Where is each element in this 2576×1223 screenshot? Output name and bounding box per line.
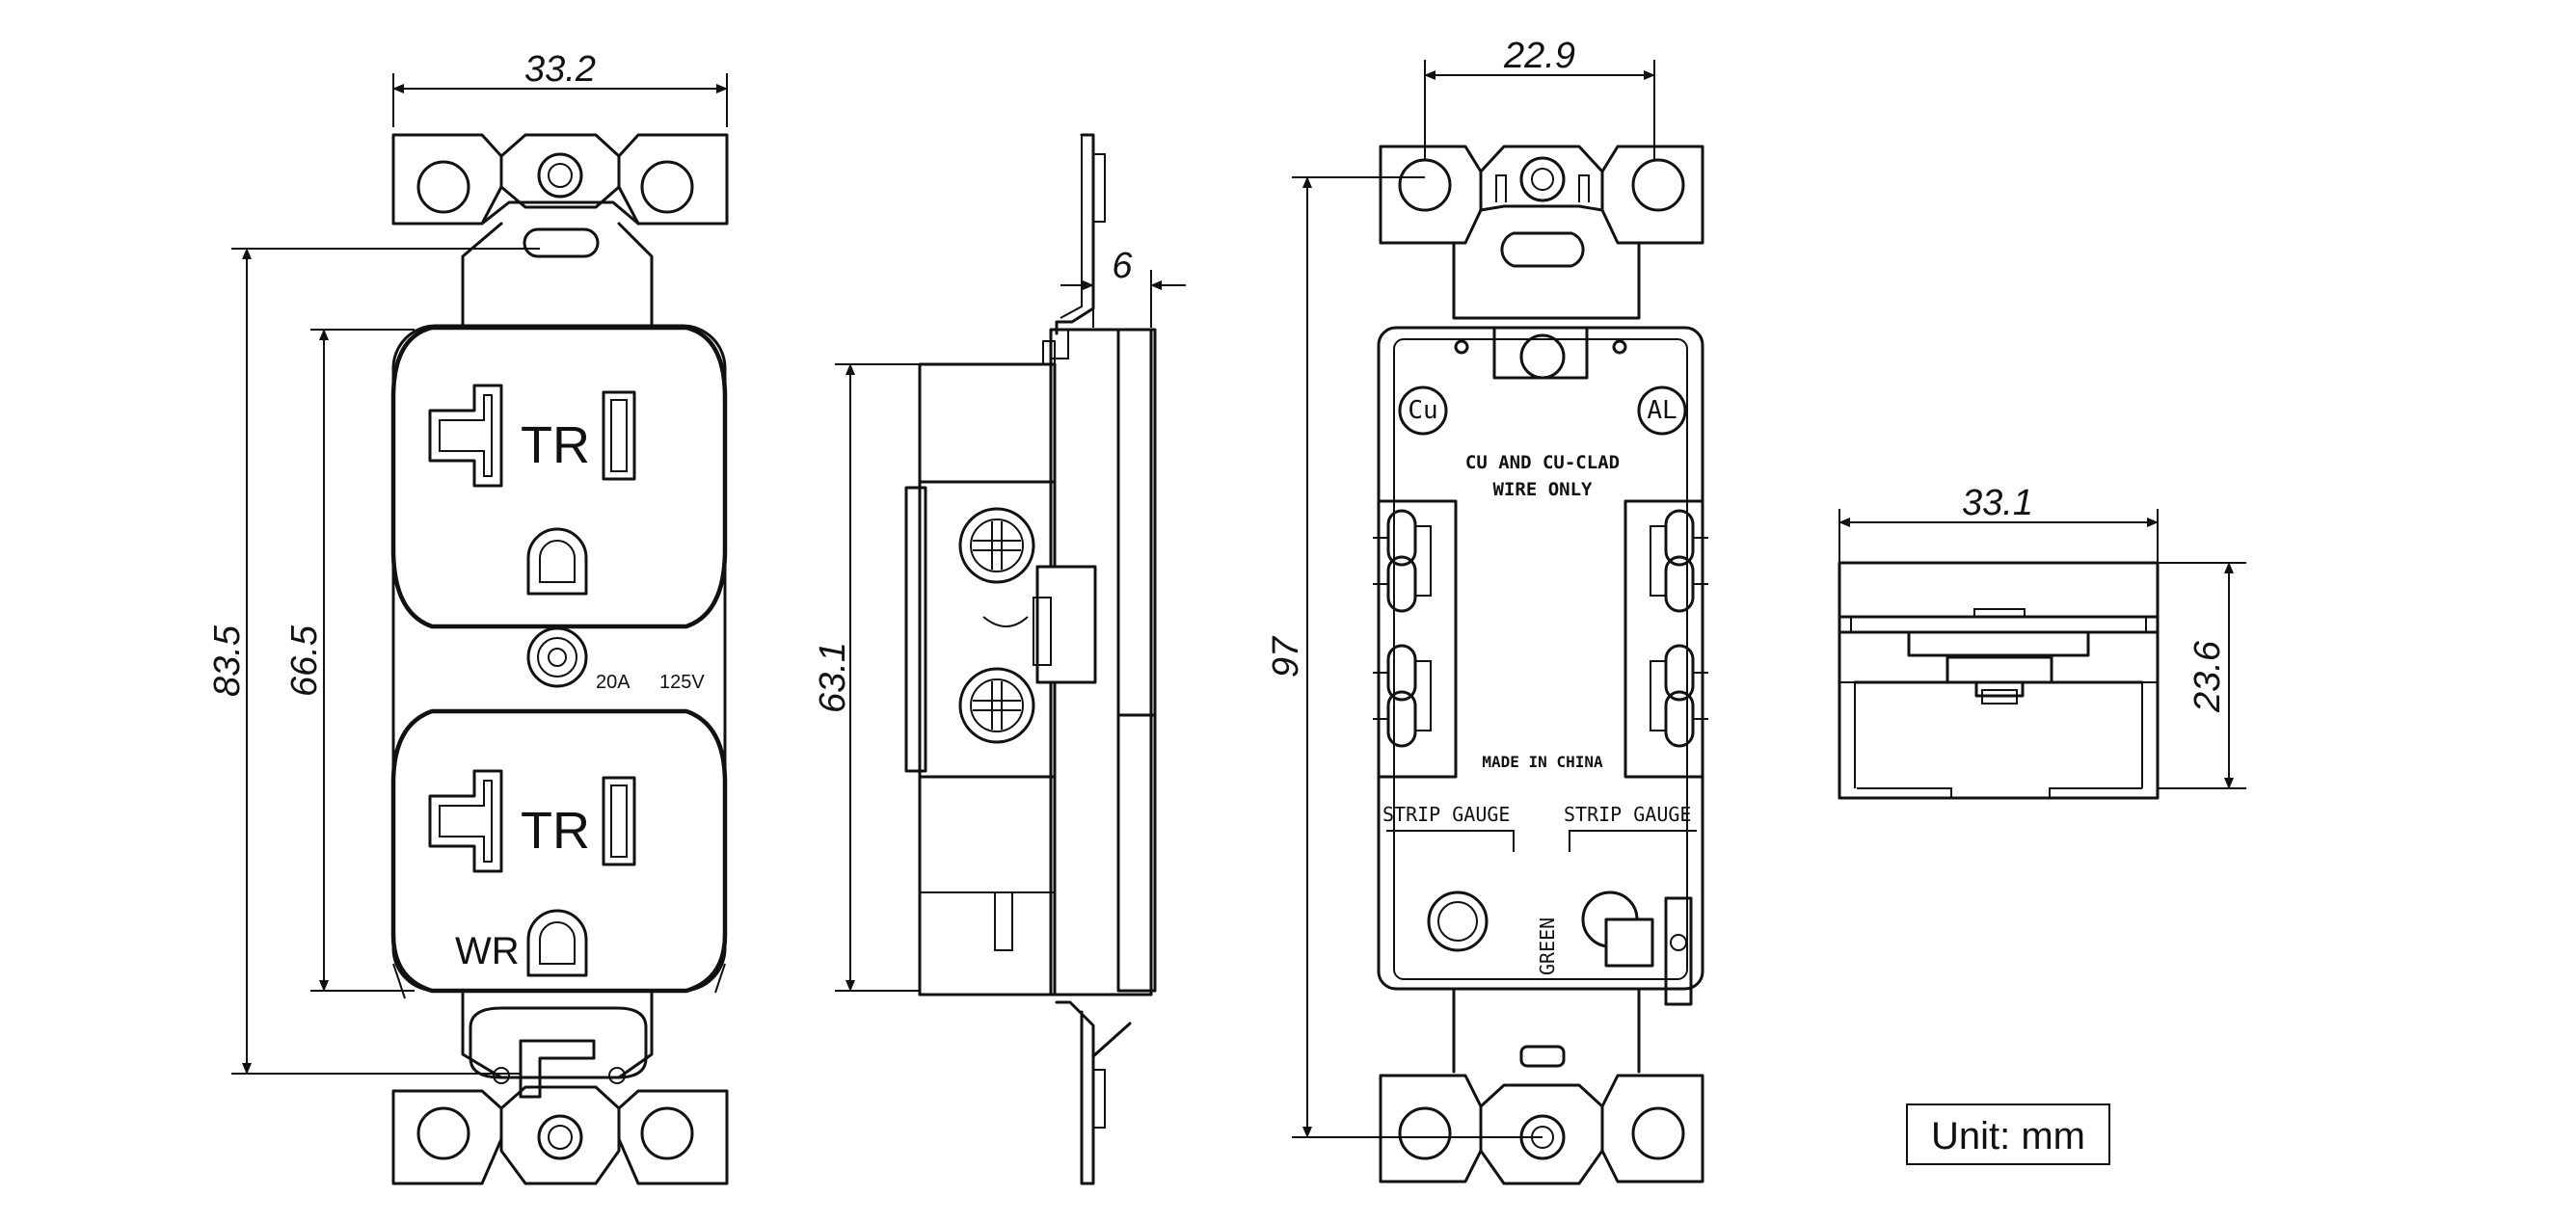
made-in-label: MADE IN CHINA	[1482, 753, 1603, 771]
front-inner-height-dim: 66.5	[284, 625, 325, 697]
top-outlet-label: TR	[521, 416, 590, 474]
unit-label: Unit: mm	[1931, 1115, 2085, 1157]
wire-note-line-1: CU AND CU-CLAD	[1465, 452, 1620, 473]
bottom-view: 33.1 23.6	[1838, 483, 2246, 800]
bottom-outlet-label: TR	[521, 802, 590, 860]
unit-label-box: Unit: mm	[1906, 1103, 2110, 1165]
strip-gauge-left: STRIP GAUGE	[1382, 803, 1510, 826]
rating-volts: 125V	[659, 672, 705, 693]
front-view: TR TR WR 20A 125V 33.2 83.5 6	[207, 49, 729, 1185]
wr-label: WR	[455, 930, 520, 972]
back-view: Cu AL CU AND CU-CLAD WIRE ONLY MADE IN C…	[1266, 36, 1710, 1185]
front-width-dim: 33.2	[524, 49, 596, 90]
strip-gauge-right: STRIP GAUGE	[1564, 803, 1691, 826]
bottom-width-dim: 33.1	[1962, 483, 2033, 523]
wire-note-line-2: WIRE ONLY	[1493, 479, 1594, 500]
ground-label: GREEN	[1536, 917, 1559, 975]
cu-mark: Cu	[1408, 396, 1437, 425]
back-height-dim: 97	[1266, 635, 1306, 678]
rating-amps: 20A	[596, 672, 631, 693]
bottom-height-dim: 23.6	[2187, 640, 2228, 713]
side-height-dim: 63.1	[813, 642, 853, 713]
side-depth-dim: 6	[1112, 246, 1133, 286]
front-outer-height-dim: 83.5	[207, 625, 248, 697]
side-view: 63.1 6	[813, 133, 1186, 1185]
back-hole-spacing-dim: 22.9	[1503, 36, 1575, 76]
al-mark: AL	[1647, 396, 1677, 425]
